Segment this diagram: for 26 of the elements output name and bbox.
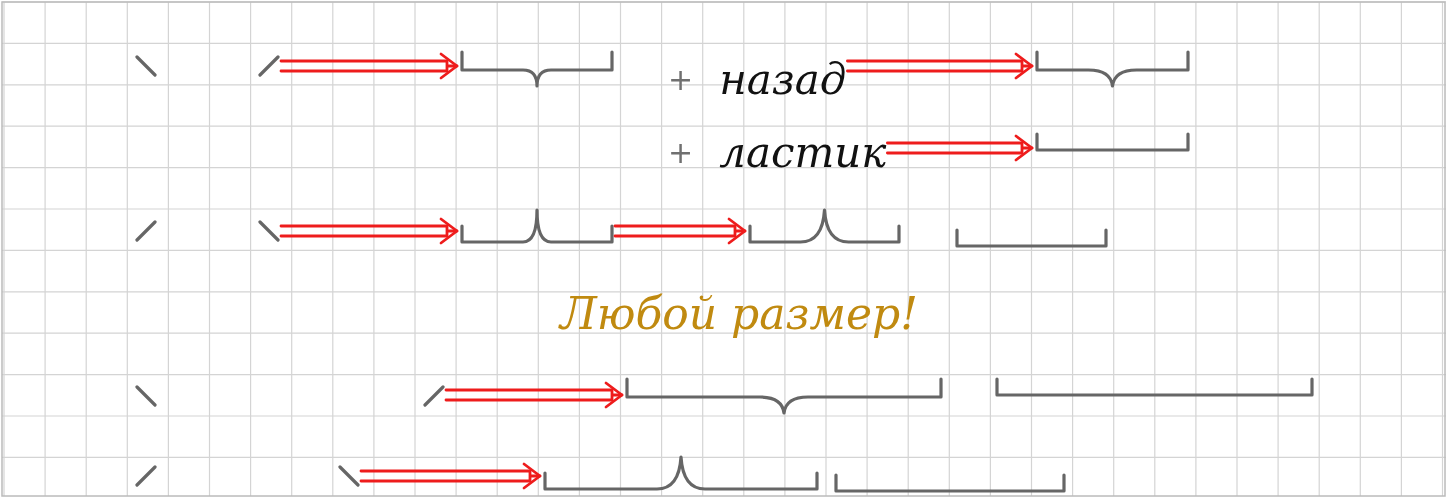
plus-sign: + — [668, 65, 694, 95]
handwritten-word: ластик — [719, 132, 887, 174]
flat-bracket — [1035, 132, 1190, 152]
slash-strokes — [135, 55, 280, 77]
double-arrow — [444, 381, 624, 409]
bracket-with-brace — [543, 455, 819, 493]
handwritten-word: назад — [719, 59, 847, 101]
flat-bracket — [995, 377, 1314, 397]
bracket-with-brace — [1035, 50, 1190, 88]
slash-strokes — [135, 465, 360, 487]
slash-strokes — [135, 220, 280, 242]
double-arrow — [846, 52, 1034, 80]
bracket-with-brace — [748, 208, 901, 246]
handwritten-note: Любой размер! — [560, 292, 918, 336]
double-arrow — [359, 462, 542, 490]
slash-strokes — [135, 385, 445, 407]
flat-bracket — [834, 473, 1066, 493]
double-arrow — [279, 217, 459, 245]
double-arrow — [613, 217, 747, 245]
flat-bracket — [955, 228, 1108, 248]
double-arrow — [279, 52, 459, 80]
plus-sign: + — [668, 138, 694, 168]
double-arrow — [886, 134, 1034, 162]
bracket-with-brace — [625, 377, 943, 415]
bracket-with-cusp — [460, 208, 614, 246]
bracket-with-cusp — [460, 50, 614, 88]
